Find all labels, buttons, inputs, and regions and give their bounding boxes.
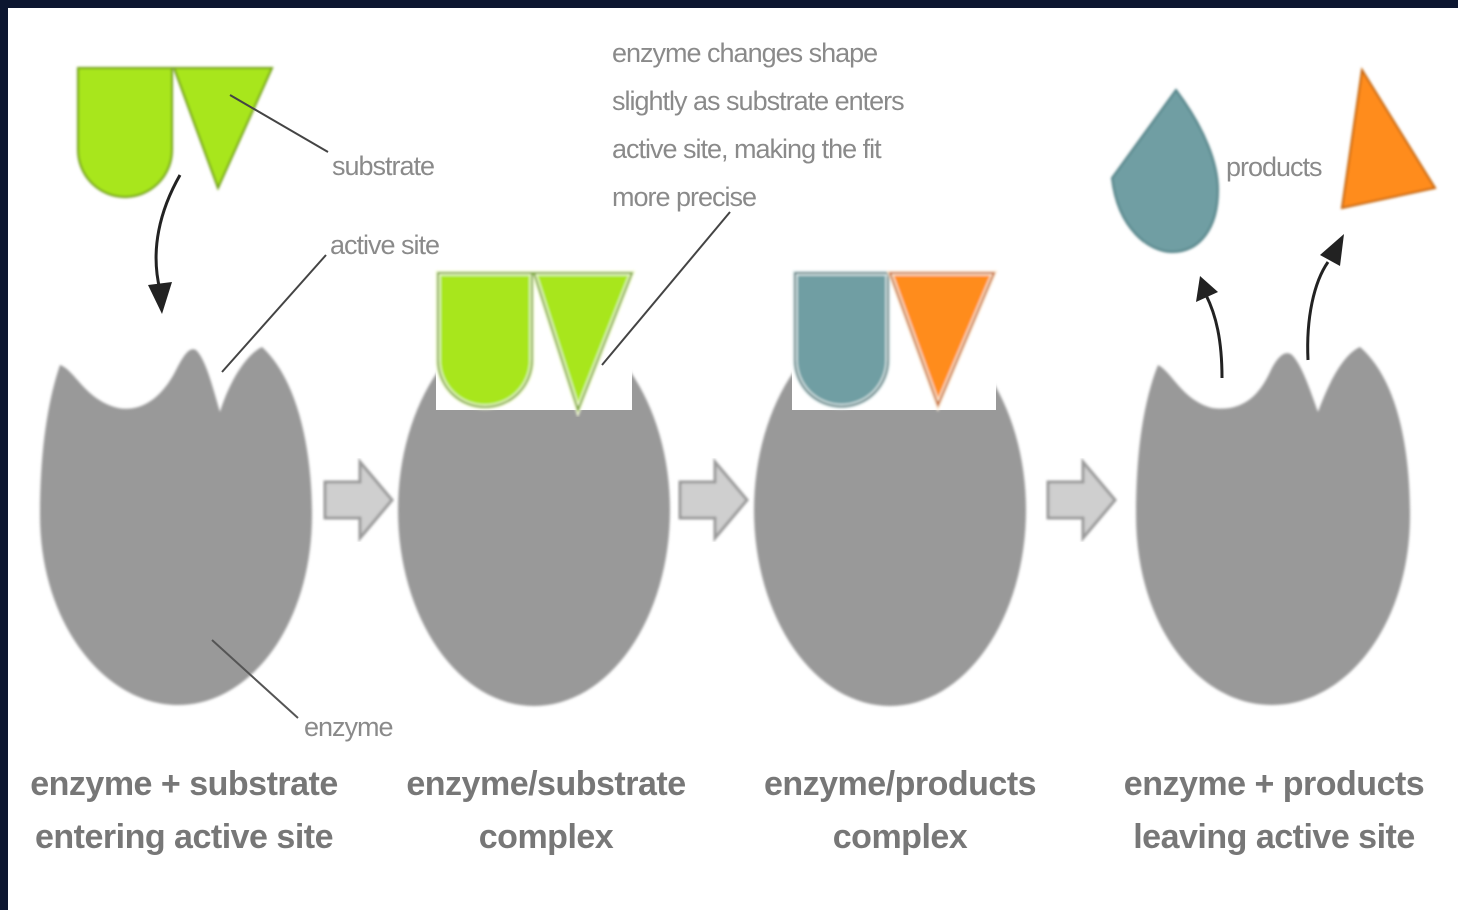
captions: enzyme + substrate entering active site … bbox=[30, 765, 1424, 856]
stage-3-caption-line-1: enzyme/products bbox=[764, 765, 1036, 803]
step-arrow-2 bbox=[680, 462, 747, 538]
entering-arrow bbox=[156, 175, 180, 290]
product-teal bbox=[1112, 90, 1218, 252]
active-site-label: active site bbox=[330, 230, 439, 260]
stage-4: products bbox=[1112, 70, 1435, 705]
stage-3-caption-line-2: complex bbox=[833, 818, 968, 856]
leaving-arrow-1 bbox=[1206, 295, 1222, 378]
shape-note-line-4: more precise bbox=[612, 182, 756, 212]
step-arrow-1 bbox=[325, 462, 392, 538]
shape-note-line-3: active site, making the fit bbox=[612, 134, 882, 164]
enzyme-4 bbox=[1136, 347, 1410, 705]
product-orange bbox=[1342, 70, 1435, 208]
enzyme-label: enzyme bbox=[304, 712, 393, 742]
stage-1-caption-line-1: enzyme + substrate bbox=[30, 765, 338, 803]
stage-1: substrate active site enzyme bbox=[40, 68, 439, 742]
substrate-label: substrate bbox=[332, 151, 434, 181]
step-arrow-3 bbox=[1048, 462, 1115, 538]
stage-2-caption-line-2: complex bbox=[479, 818, 614, 856]
stage-1-caption-line-2: entering active site bbox=[35, 818, 333, 856]
shape-note-line-2: slightly as substrate enters bbox=[612, 86, 904, 116]
stage-4-caption-line-2: leaving active site bbox=[1133, 818, 1415, 856]
enzyme-1 bbox=[40, 347, 312, 705]
shape-note-line-1: enzyme changes shape bbox=[612, 38, 877, 68]
stage-3 bbox=[754, 272, 1026, 706]
stage-2-caption-line-1: enzyme/substrate bbox=[406, 765, 685, 803]
substrate-shape-1 bbox=[78, 68, 272, 197]
stage-4-caption-line-1: enzyme + products bbox=[1124, 765, 1424, 803]
leaving-arrow-2 bbox=[1308, 262, 1328, 360]
products-label: products bbox=[1226, 152, 1322, 182]
active-site-leader bbox=[222, 255, 326, 372]
